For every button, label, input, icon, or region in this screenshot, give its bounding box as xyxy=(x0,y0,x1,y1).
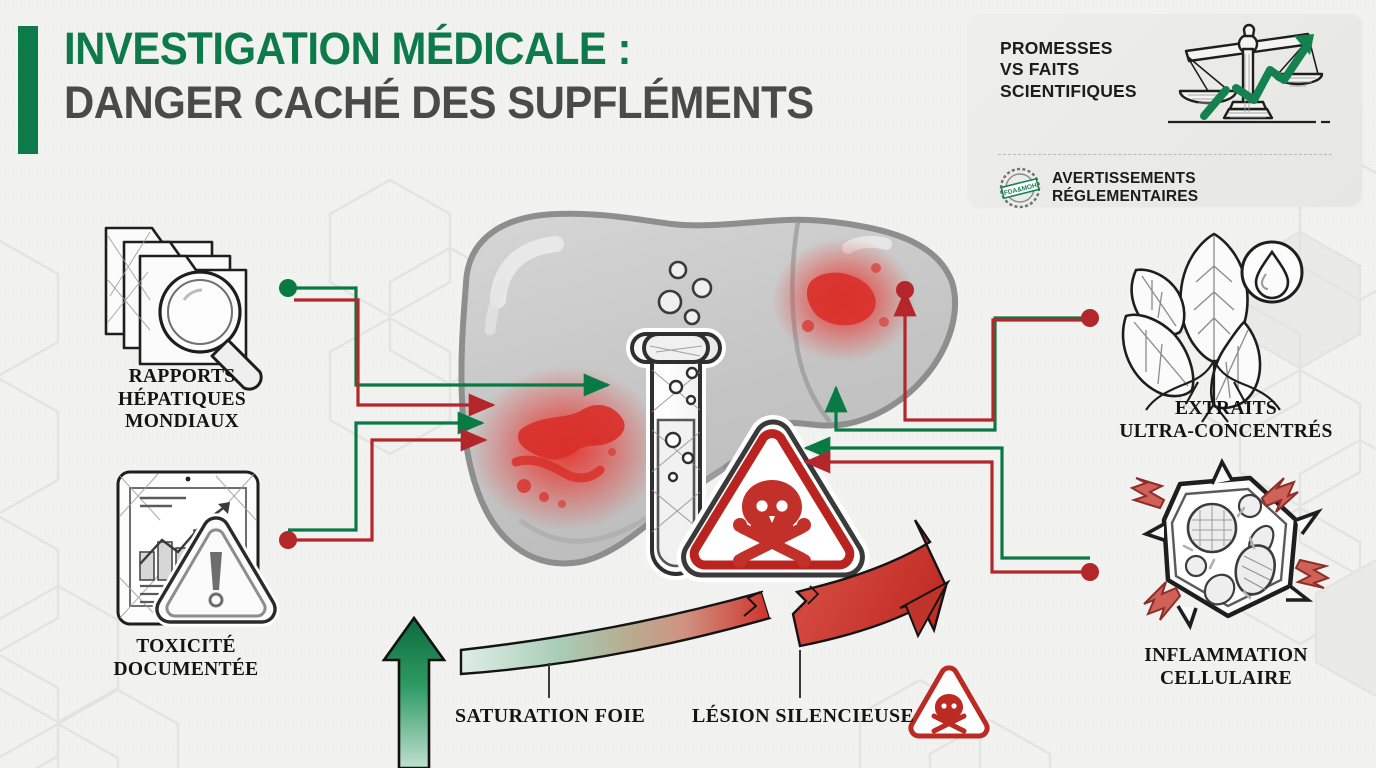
green-up-arrow-icon xyxy=(381,615,447,768)
liver-organ-icon xyxy=(458,210,958,567)
connector-dots xyxy=(279,279,1099,581)
stage-label-saturation: SATURATION FOIE xyxy=(455,705,646,727)
title-accent-bar xyxy=(18,26,38,154)
skull-crossbones-glyph xyxy=(733,480,811,568)
regulatory-label: AVERTISSEMENTS RÉGLEMENTAIRES xyxy=(1052,170,1198,207)
connector-dot-green xyxy=(279,279,297,297)
node-label-inflammation-line-2: CELLULAIRE xyxy=(1160,667,1292,689)
node-label-reports-line-3: MONDIAUX xyxy=(125,411,239,433)
node-label-reports: RAPPORTS HÉPATIQUES MONDIAUX xyxy=(72,366,292,434)
stage-label-lesion: LÉSION SILENCIEUSE xyxy=(692,705,915,727)
connector-dot-red xyxy=(896,281,914,299)
connector-dot-red xyxy=(279,531,297,549)
node-label-extracts-line-1: EXTRAITS xyxy=(1174,398,1278,419)
node-label-toxicity-line-2: DOCUMENTÉE xyxy=(113,658,259,680)
node-label-inflammation-line-1: INFLAMMATION xyxy=(1144,645,1308,666)
connector-dot-red xyxy=(1081,309,1099,327)
node-label-extracts-line-2: ULTRA-CONCENTRÉS xyxy=(1119,420,1333,442)
regulatory-stamp-icon: FDA&MOH xyxy=(998,166,1042,210)
skull-crossbones-hazard-triangle-small-icon xyxy=(908,665,990,739)
node-label-inflammation: INFLAMMATION CELLULAIRE xyxy=(1092,645,1360,690)
lesion-spot-right xyxy=(772,238,916,362)
regulatory-line-2: RÉGLEMENTAIRES xyxy=(1052,188,1199,205)
title-line-1: INVESTIGATION MÉDICALE : xyxy=(64,23,632,74)
plant-leaves-with-droplet-icon xyxy=(1121,232,1304,423)
connector-dot-red xyxy=(1081,563,1099,581)
skull-crossbones-hazard-triangle-icon xyxy=(676,415,870,582)
node-label-reports-line-2: HÉPATIQUES xyxy=(118,388,246,410)
panel-headline-line-2: VS FAITS xyxy=(1000,59,1080,80)
panel-headline-line-1: PROMESSES xyxy=(1000,38,1113,58)
balance-scale-with-growth-arrow-icon xyxy=(1158,18,1338,136)
connector-lines xyxy=(288,286,1090,574)
page-title: INVESTIGATION MÉDICALE : DANGER CACHÉ DE… xyxy=(18,26,870,154)
bubbles-icon xyxy=(657,260,713,326)
lesion-spot-left xyxy=(470,366,662,530)
node-label-toxicity: TOXICITÉ DOCUMENTÉE xyxy=(76,636,296,681)
cell-with-outward-arrows-icon xyxy=(1129,458,1331,631)
node-label-extracts: EXTRAITS ULTRA-CONCENTRÉS xyxy=(1092,398,1360,443)
test-tube-icon xyxy=(626,328,726,580)
panel-divider xyxy=(998,154,1332,155)
info-panel: PROMESSES VS FAITS SCIENTIFIQUES xyxy=(968,14,1362,209)
tablet-chart-with-warning-icon xyxy=(116,470,280,627)
panel-headline: PROMESSES VS FAITS SCIENTIFIQUES xyxy=(968,24,1153,144)
node-label-toxicity-line-1: TOXICITÉ xyxy=(136,636,236,657)
folders-with-magnifier-icon xyxy=(104,226,263,391)
regulatory-line-1: AVERTISSEMENTS xyxy=(1052,169,1196,187)
stage-tick-marks xyxy=(548,650,801,698)
cracked-rising-arrow-icon xyxy=(459,519,951,676)
panel-headline-line-3: SCIENTIFIQUES xyxy=(1000,80,1137,101)
title-line-2: DANGER CACHÉ DES SUPFLÉMENTS xyxy=(64,76,814,128)
node-label-reports-line-1: RAPPORTS xyxy=(128,366,236,387)
